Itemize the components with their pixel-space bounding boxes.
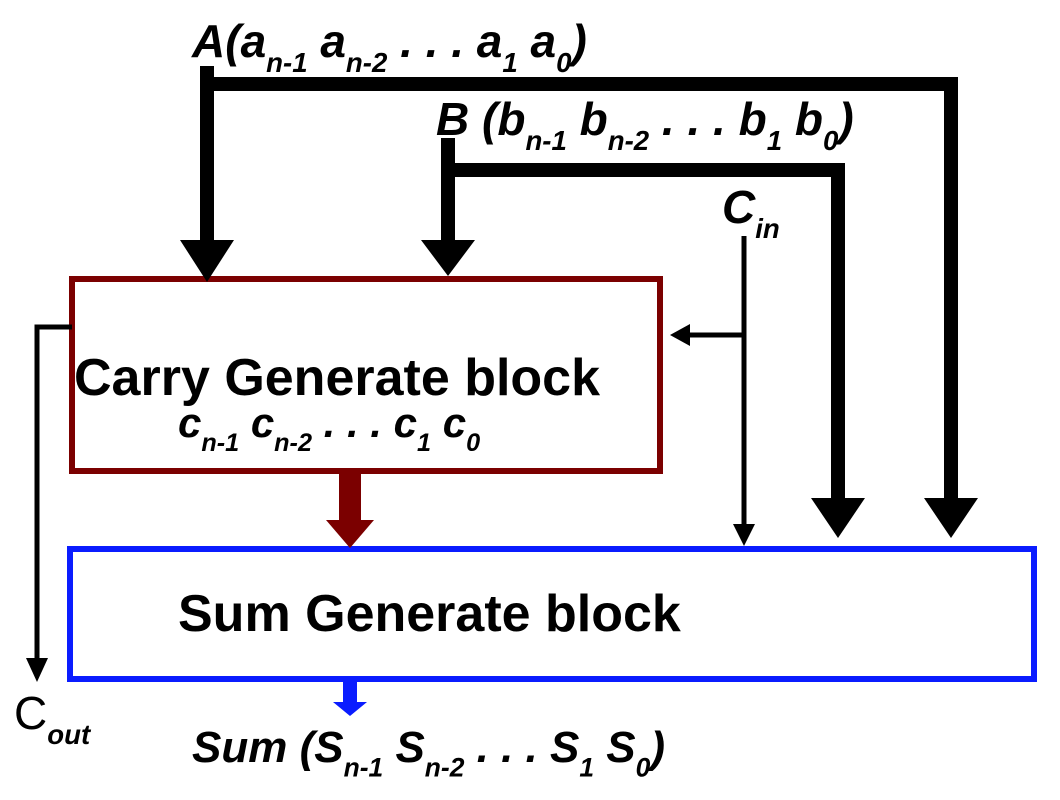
cin-label: Cin — [722, 181, 780, 245]
term-a-0: a0 — [530, 15, 572, 79]
term-s-1: S1 — [549, 723, 595, 783]
sum-dots: . . . — [476, 723, 538, 772]
term-a-n-2: an-2 — [320, 15, 388, 79]
term-a-n-1: an-1 — [240, 15, 308, 79]
term-b-1: b1 — [738, 93, 783, 157]
sum-close-paren: ) — [650, 723, 665, 772]
term-a-1: a1 — [476, 15, 518, 79]
term-b-n-2: bn-2 — [579, 93, 650, 157]
term-s-0: S0 — [606, 723, 651, 783]
wire-cout — [26, 324, 72, 682]
term-b-n-1: bn-1 — [497, 93, 567, 157]
bus-a — [180, 66, 978, 538]
carry-terms: cn-1 cn-2 . . . c1 c0 — [178, 402, 480, 456]
cout-label: Cout — [14, 687, 91, 751]
term-b-0: b0 — [794, 93, 839, 157]
term-c-1: c1 — [393, 399, 432, 457]
input-b-name: B — [436, 93, 470, 145]
sum-generate-block — [67, 546, 1037, 682]
carry-generate-block — [69, 276, 663, 474]
input-a-dots: . . . — [400, 15, 464, 67]
sum-block-title: Sum Generate block — [178, 585, 681, 643]
input-b-close-paren: ) — [838, 93, 854, 145]
wire-cin — [670, 236, 755, 546]
term-s-n-1: Sn-1 — [314, 723, 384, 783]
term-c-0: c0 — [442, 399, 481, 457]
input-a-label: A(an-1 an-2 . . . a1 a0) — [192, 18, 587, 77]
term-c-n-1: cn-1 — [178, 399, 240, 457]
sum-open-paren: ( — [299, 723, 315, 772]
input-a-open-paren: ( — [225, 15, 241, 67]
carry-block-title: Carry Generate block — [74, 349, 601, 407]
input-b-dots: . . . — [661, 93, 726, 145]
input-b-label: B (bn-1 bn-2 . . . b1 b0) — [436, 96, 854, 155]
input-b-open-paren: ( — [482, 93, 498, 145]
sum-output-arrow — [333, 682, 367, 716]
bus-b — [421, 138, 865, 538]
input-a-close-paren: ) — [571, 15, 587, 67]
sum-output-label: Sum (Sn-1 Sn-2 . . . S1 S0) — [192, 726, 665, 781]
sum-name: Sum — [192, 723, 288, 772]
carry-to-sum-arrow — [326, 474, 374, 548]
term-s-n-2: Sn-2 — [395, 723, 465, 783]
carry-dots: . . . — [323, 399, 382, 446]
term-c-n-2: cn-2 — [250, 399, 312, 457]
input-a-name: A — [192, 15, 226, 67]
